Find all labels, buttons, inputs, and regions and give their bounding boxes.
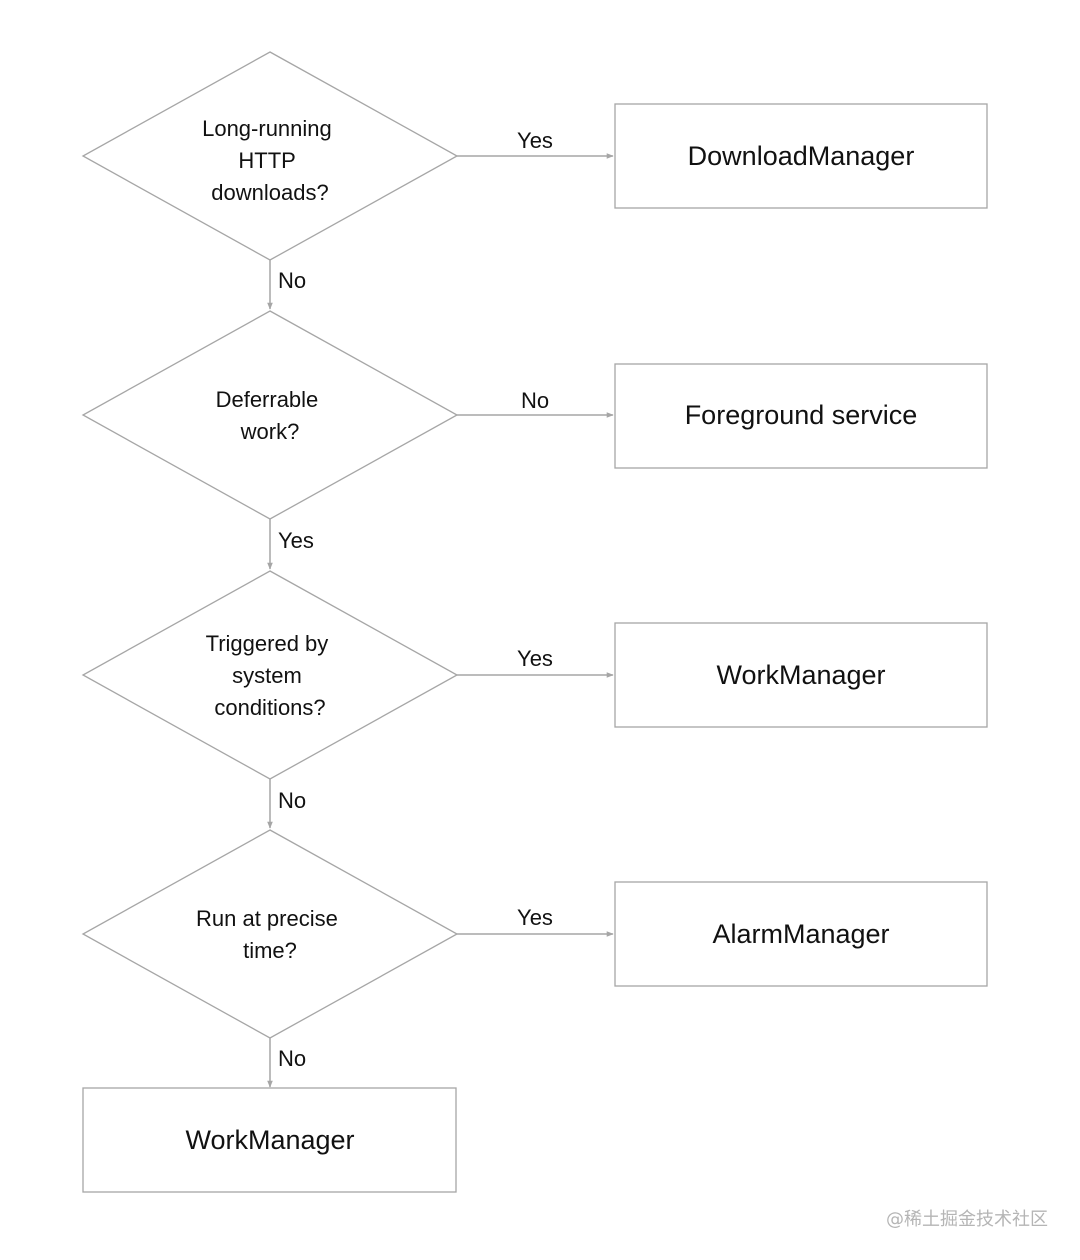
outcome-label: WorkManager — [716, 660, 885, 690]
edge-label-q2-r2: No — [521, 388, 549, 413]
decision-q1: Long-running HTTP downloads? — [81, 51, 459, 261]
outcome-label: AlarmManager — [712, 919, 889, 949]
decision-text: Triggered by system conditions? — [206, 631, 335, 720]
edge-label-q1-q2: No — [278, 268, 306, 293]
decision-text: Deferrable work? — [216, 387, 325, 444]
outcome-box — [614, 622, 988, 728]
decision-q2: Deferrable work? — [81, 310, 459, 520]
decision-line: conditions? — [214, 695, 325, 720]
outcome-r3: WorkManager — [614, 622, 988, 728]
watermark-text: @稀土掘金技术社区 — [886, 1209, 1048, 1230]
decision-line: work? — [240, 419, 300, 444]
decision-line: Long-running — [202, 116, 332, 141]
decision-diamond — [81, 51, 459, 261]
decision-line: HTTP — [238, 148, 295, 173]
outcome-box — [614, 363, 988, 469]
decision-line: Run at precise — [196, 906, 338, 931]
outcome-r4: AlarmManager — [614, 881, 988, 987]
decision-line: time? — [243, 938, 297, 963]
outcome-r2: Foreground service — [614, 363, 988, 469]
outcome-label: Foreground service — [685, 400, 918, 430]
edge-label-q4-r5: No — [278, 1046, 306, 1071]
decision-line: downloads? — [211, 180, 328, 205]
edge-label-q4-r4: Yes — [517, 905, 553, 930]
decision-line: Triggered by — [206, 631, 329, 656]
edge-label-q1-r1: Yes — [517, 128, 553, 153]
outcome-label: WorkManager — [185, 1125, 354, 1155]
decision-line: system — [232, 663, 302, 688]
edge-label-q2-q3: Yes — [278, 528, 314, 553]
outcome-label: DownloadManager — [688, 141, 915, 171]
edge-label-q3-r3: Yes — [517, 646, 553, 671]
decision-text: Run at precise time? — [196, 906, 344, 963]
decision-diamond — [81, 570, 459, 780]
outcome-box — [614, 103, 988, 209]
decision-line: Deferrable — [216, 387, 319, 412]
decision-text: Long-running HTTP downloads? — [202, 116, 338, 205]
decision-diamond — [81, 310, 459, 520]
edge-labels: Yes No No Yes Yes No Yes No — [278, 128, 553, 1071]
outcome-box — [614, 881, 988, 987]
edges — [267, 153, 614, 1088]
outcome-r5: WorkManager — [82, 1087, 457, 1193]
decision-q4: Run at precise time? — [81, 829, 459, 1039]
decision-diamond — [81, 829, 459, 1039]
edge-label-q3-q4: No — [278, 788, 306, 813]
outcome-r1: DownloadManager — [614, 103, 988, 209]
outcome-box — [82, 1087, 457, 1193]
decision-q3: Triggered by system conditions? — [81, 570, 459, 780]
